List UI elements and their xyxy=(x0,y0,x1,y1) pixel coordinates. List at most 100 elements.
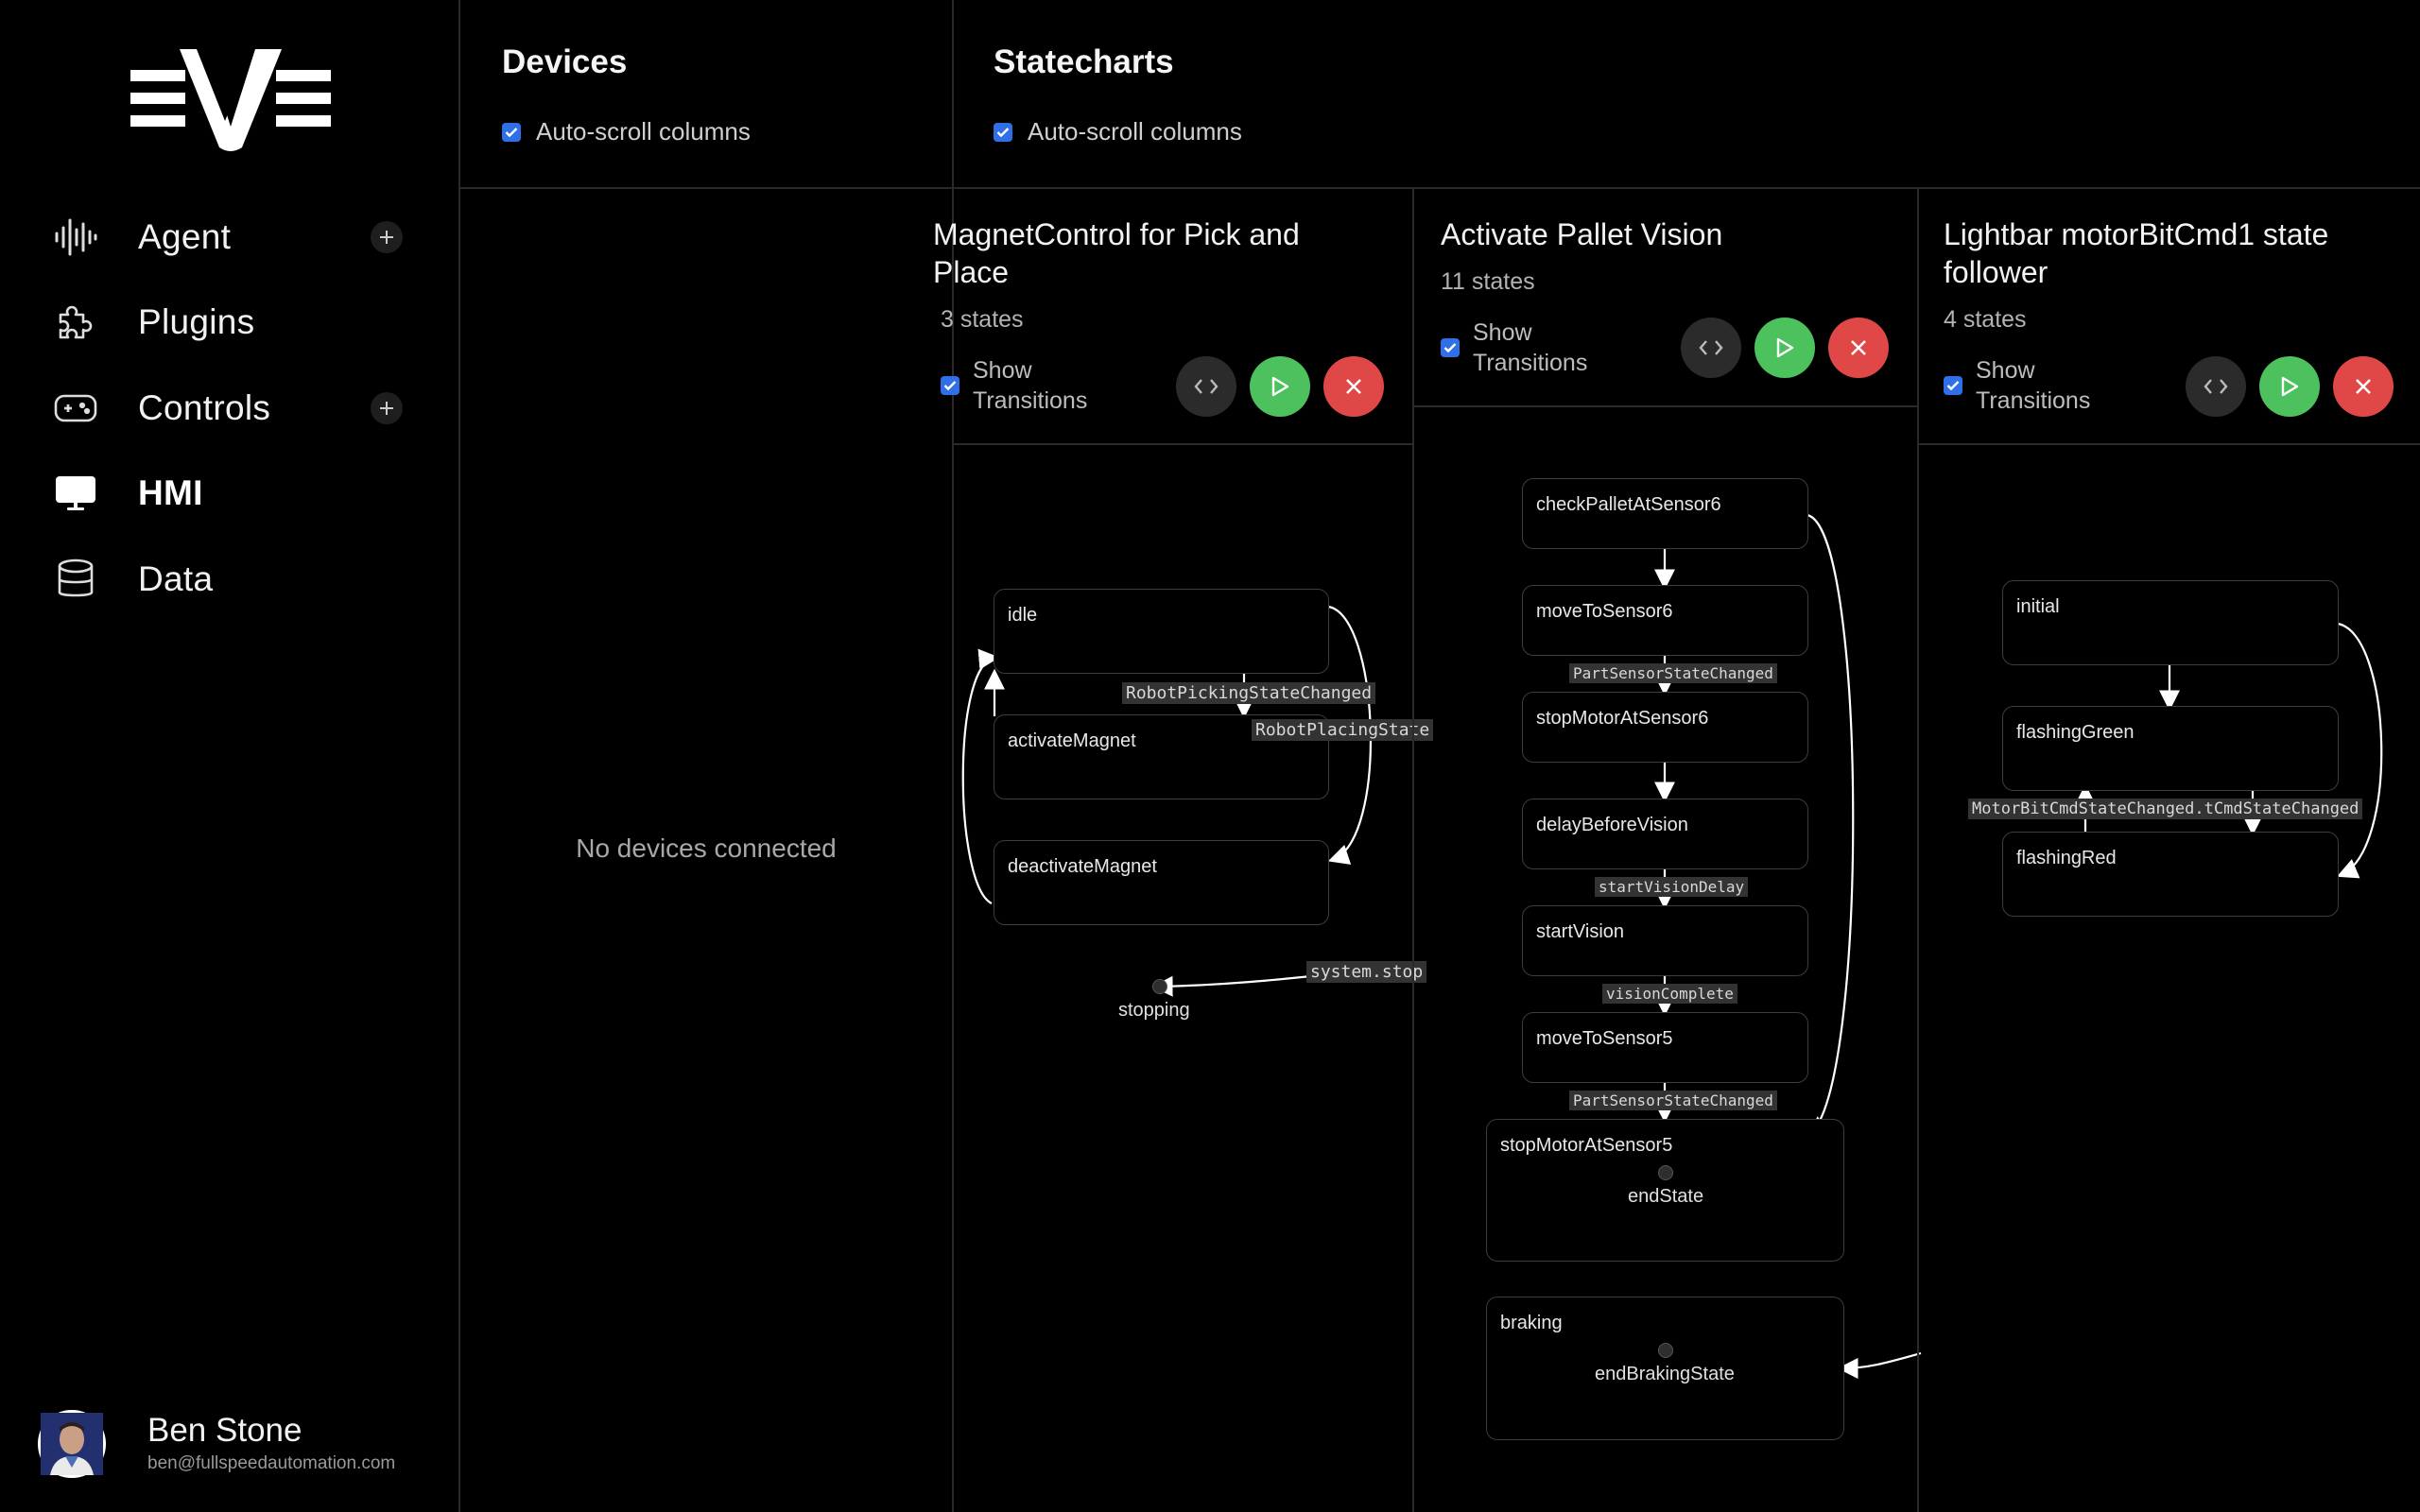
nav-label: Plugins xyxy=(138,302,255,341)
database-icon xyxy=(53,557,98,602)
state-box[interactable]: deactivateMagnet xyxy=(994,840,1329,925)
transition-label: MotorBitCmdStateChanged.tCmdStateChanged xyxy=(1968,799,2363,819)
nav-item-data[interactable]: Data xyxy=(53,551,431,608)
final-state-dot xyxy=(1658,1343,1673,1358)
close-icon xyxy=(1851,340,1866,355)
transition-label: PartSensorStateChanged xyxy=(1569,1091,1777,1110)
show-transitions-toggle[interactable]: Show Transitions xyxy=(941,355,1088,416)
checkbox-checked-icon[interactable] xyxy=(1441,338,1460,357)
column-state-count: 3 states xyxy=(941,306,1024,333)
play-icon xyxy=(2281,376,2299,397)
puzzle-icon xyxy=(53,300,98,345)
nav-label: HMI xyxy=(138,473,203,512)
view-code-button[interactable] xyxy=(2186,356,2246,417)
state-box[interactable]: braking endBrakingState xyxy=(1486,1297,1844,1440)
nav-item-agent[interactable]: Agent xyxy=(53,209,431,266)
transition-label: RobotPlacingState xyxy=(1252,719,1434,741)
divider xyxy=(952,0,954,1512)
final-state-dot xyxy=(1658,1165,1673,1180)
code-icon xyxy=(1699,340,1723,355)
waveform-icon xyxy=(53,215,98,260)
statecharts-auto-scroll-label: Auto-scroll columns xyxy=(1028,117,1242,146)
state-box[interactable]: startVision xyxy=(1522,905,1808,976)
column-title: Activate Pallet Vision xyxy=(1441,217,1723,251)
state-box[interactable]: moveToSensor5 xyxy=(1522,1012,1808,1083)
stop-button[interactable] xyxy=(2333,356,2394,417)
stop-button[interactable] xyxy=(1828,318,1889,378)
devices-title: Devices xyxy=(502,43,628,80)
code-icon xyxy=(2204,379,2228,394)
avatar[interactable] xyxy=(38,1410,106,1478)
nav-label: Agent xyxy=(138,217,232,256)
statechart-column-lightbar: Lightbar motorBitCmd1 state follower 4 s… xyxy=(1919,189,2420,1512)
play-icon xyxy=(1271,376,1289,397)
checkbox-checked-icon[interactable] xyxy=(1944,376,1962,395)
devices-empty-text: No devices connected xyxy=(576,833,837,863)
final-state-label: endState xyxy=(1628,1186,1704,1207)
nav-label: Data xyxy=(138,559,214,598)
user-email: ben@fullspeedautomation.com xyxy=(147,1453,396,1473)
nav-item-hmi[interactable]: HMI xyxy=(53,465,431,522)
state-box[interactable]: stopMotorAtSensor5 endState xyxy=(1486,1119,1844,1262)
transition-label: visionComplete xyxy=(1602,984,1737,1004)
nav-item-plugins[interactable]: Plugins xyxy=(53,294,431,351)
add-control-button[interactable] xyxy=(371,392,403,424)
code-icon xyxy=(1194,379,1219,394)
transition-label: system.stop xyxy=(1306,961,1427,983)
brand-logo xyxy=(130,45,331,151)
view-code-button[interactable] xyxy=(1176,356,1236,417)
user-photo-icon xyxy=(41,1413,103,1475)
run-button[interactable] xyxy=(1250,356,1310,417)
statechart-column-activate-pallet-vision: Activate Pallet Vision 11 states Show Tr… xyxy=(1414,189,1922,1512)
final-state-dot xyxy=(1152,979,1167,994)
checkbox-checked-icon[interactable] xyxy=(502,122,521,142)
state-box[interactable]: initial xyxy=(2002,580,2339,665)
show-transitions-label: Show Transitions xyxy=(973,357,1088,414)
state-box[interactable]: flashingGreen xyxy=(2002,706,2339,791)
add-agent-button[interactable] xyxy=(371,221,403,253)
statecharts-title: Statecharts xyxy=(994,43,1174,80)
checkbox-checked-icon[interactable] xyxy=(941,376,959,395)
state-box[interactable]: moveToSensor6 xyxy=(1522,585,1808,656)
transition-label: PartSensorStateChanged xyxy=(1569,663,1777,683)
view-code-button[interactable] xyxy=(1681,318,1741,378)
header-divider xyxy=(460,187,2420,189)
run-button[interactable] xyxy=(2259,356,2320,417)
state-box[interactable]: delayBeforeVision xyxy=(1522,799,1808,869)
transition-label: RobotPickingStateChanged xyxy=(1122,682,1376,704)
checkbox-checked-icon[interactable] xyxy=(994,122,1012,142)
close-icon xyxy=(2356,379,2371,394)
state-box[interactable]: stopMotorAtSensor6 xyxy=(1522,692,1808,763)
devices-auto-scroll-label: Auto-scroll columns xyxy=(536,117,751,146)
gamepad-icon xyxy=(53,386,98,431)
column-state-count: 4 states xyxy=(1944,306,2027,333)
statecharts-auto-scroll[interactable]: Auto-scroll columns xyxy=(994,117,1242,146)
nav-label: Controls xyxy=(138,388,271,427)
final-state-label: endBrakingState xyxy=(1595,1364,1735,1384)
sidebar: Agent Plugins Controls HMI Data xyxy=(0,0,460,1512)
column-title: Lightbar motorBitCmd1 state follower xyxy=(1944,217,2329,289)
devices-auto-scroll[interactable]: Auto-scroll columns xyxy=(502,117,751,146)
column-title: MagnetControl for Pick and Place xyxy=(933,217,1300,289)
user-name: Ben Stone xyxy=(147,1412,302,1449)
nav-item-controls[interactable]: Controls xyxy=(53,380,431,437)
statechart-column-magnetcontrol: MagnetControl for Pick and Place 3 state… xyxy=(933,189,1434,1512)
state-box[interactable]: idle xyxy=(994,589,1329,674)
devices-panel: Devices Auto-scroll columns No devices c… xyxy=(460,0,952,1512)
transition-label: startVisionDelay xyxy=(1595,877,1749,897)
monitor-icon xyxy=(53,471,98,516)
state-box[interactable]: flashingRed xyxy=(2002,832,2339,917)
show-transitions-label: Show Transitions xyxy=(1473,319,1588,376)
show-transitions-toggle[interactable]: Show Transitions xyxy=(1441,318,1588,378)
column-divider xyxy=(1412,189,1414,1512)
run-button[interactable] xyxy=(1754,318,1815,378)
column-state-count: 11 states xyxy=(1441,268,1535,295)
play-icon xyxy=(1776,337,1794,358)
stop-button[interactable] xyxy=(1323,356,1384,417)
show-transitions-toggle[interactable]: Show Transitions xyxy=(1944,355,2091,416)
close-icon xyxy=(1346,379,1361,394)
show-transitions-label: Show Transitions xyxy=(1976,357,2091,414)
state-box[interactable]: checkPalletAtSensor6 xyxy=(1522,478,1808,549)
final-state-label: stopping xyxy=(1118,1000,1190,1021)
column-divider xyxy=(1917,189,1919,1512)
